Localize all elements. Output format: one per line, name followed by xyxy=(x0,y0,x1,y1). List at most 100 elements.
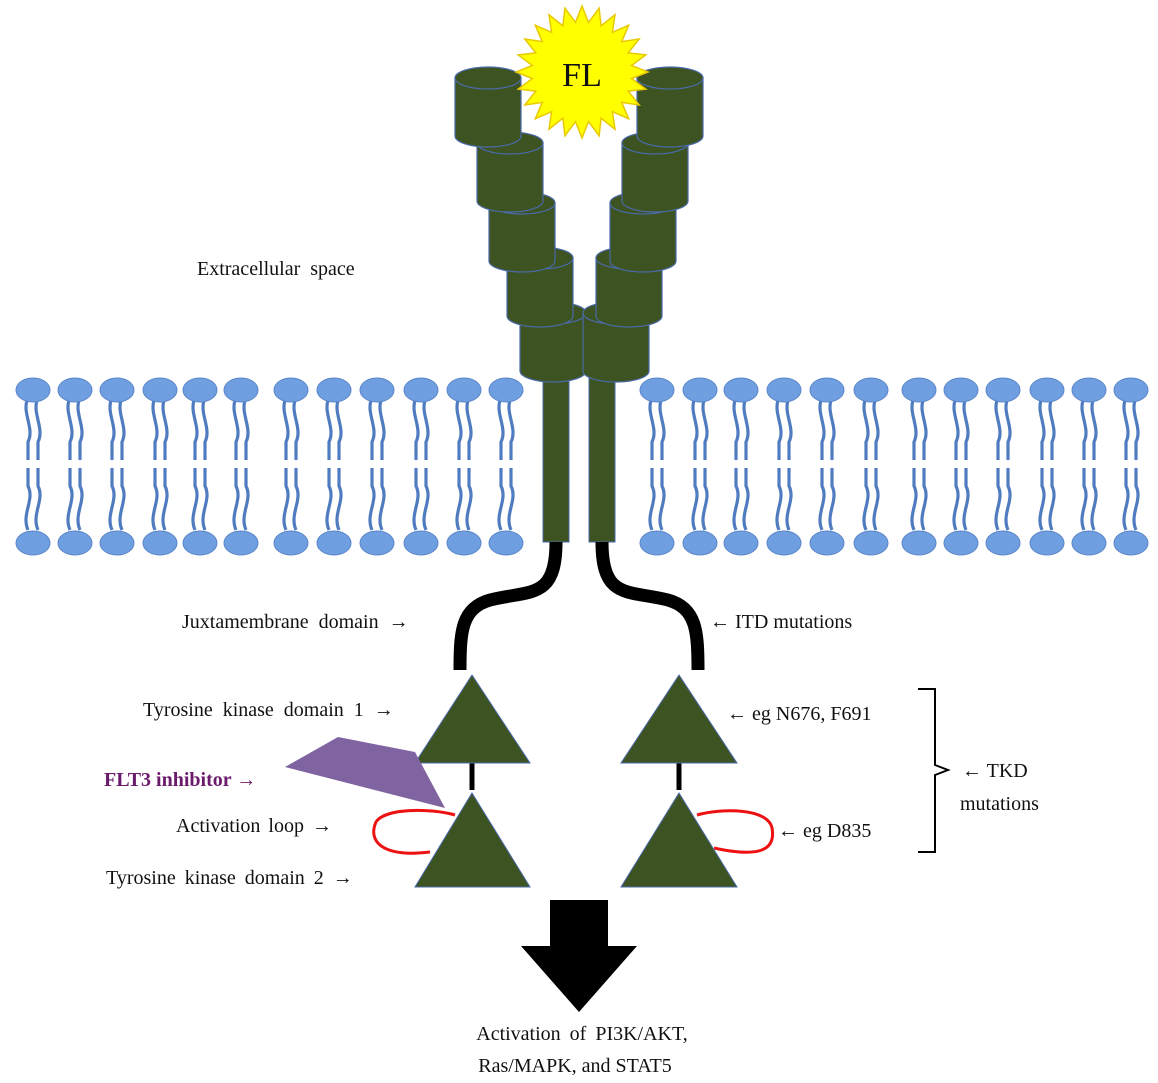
lipid-tail xyxy=(920,468,928,531)
lipid-3 xyxy=(99,377,135,556)
lipid-14 xyxy=(682,377,718,556)
juxtamembrane-right xyxy=(595,541,705,671)
lipid-head xyxy=(57,377,93,403)
ig-domain-left-1 xyxy=(454,66,522,148)
lipid-tail xyxy=(742,397,750,460)
lipid-head xyxy=(901,530,937,556)
label-tyrosine-kinase-domain-1: Tyrosine kinase domain 1 → xyxy=(143,699,394,721)
lipid-head xyxy=(316,530,352,556)
lipid-19 xyxy=(901,377,937,556)
lipid-tail xyxy=(1090,468,1098,531)
lipid-head xyxy=(1071,530,1107,556)
transmembrane-left xyxy=(542,359,570,543)
label-juxtamembrane-domain: Juxtamembrane domain → xyxy=(182,611,409,633)
lipid-tail xyxy=(507,397,515,460)
lipid-tail xyxy=(1122,397,1130,460)
lipid-tail xyxy=(1132,468,1140,531)
label-tkd2-mutations: ← eg D835 xyxy=(778,820,871,842)
lipid-head xyxy=(182,377,218,403)
lipid-tail xyxy=(1004,397,1012,460)
lipid-tail xyxy=(118,468,126,531)
lipid-16 xyxy=(766,377,802,556)
lipid-tail xyxy=(368,468,376,531)
lipid-head xyxy=(15,377,51,403)
lipid-tail xyxy=(455,397,463,460)
lipid-tail xyxy=(910,468,918,531)
lipid-tail xyxy=(455,468,463,531)
lipid-tail xyxy=(66,397,74,460)
lipid-13 xyxy=(639,377,675,556)
down-arrow-icon xyxy=(521,900,637,1012)
lipid-17 xyxy=(809,377,845,556)
ligand-label: FL xyxy=(562,57,602,94)
lipid-tail xyxy=(368,397,376,460)
lipid-head xyxy=(359,377,395,403)
activation-loop-right xyxy=(696,809,775,854)
label-downstream-line2: Ras/MAPK, and STAT5 xyxy=(478,1055,671,1077)
lipid-12 xyxy=(488,377,524,556)
lipid-tail xyxy=(952,468,960,531)
lipid-tail xyxy=(910,397,918,460)
lipid-head xyxy=(403,530,439,556)
lipid-tail xyxy=(872,468,880,531)
lipid-tail xyxy=(151,397,159,460)
lipid-15 xyxy=(723,377,759,556)
lipid-tail xyxy=(497,468,505,531)
transmembrane-segments xyxy=(542,359,616,543)
lipid-head xyxy=(488,530,524,556)
label-tkd1-mutations: ← eg N676, F691 xyxy=(727,703,871,725)
lipid-tail xyxy=(325,397,333,460)
lipid-tail xyxy=(24,468,32,531)
lipid-head xyxy=(182,530,218,556)
label-tkd-mutations-line1: ← TKD xyxy=(962,760,1028,782)
lipid-2 xyxy=(57,377,93,556)
lipid-head xyxy=(99,530,135,556)
lipid-tail xyxy=(1080,397,1088,460)
lipid-tail xyxy=(292,397,300,460)
lipid-tail xyxy=(920,397,928,460)
tkd-mutations-bracket xyxy=(918,688,951,853)
lipid-head xyxy=(223,377,259,403)
lipid-tail xyxy=(1122,468,1130,531)
lipid-tail xyxy=(497,397,505,460)
lipid-tail xyxy=(412,397,420,460)
lipid-tail xyxy=(242,468,250,531)
lipid-1 xyxy=(15,377,51,556)
lipid-tail xyxy=(1048,397,1056,460)
label-flt3-inhibitor: FLT3 inhibitor → xyxy=(104,769,256,791)
lipid-tail xyxy=(828,468,836,531)
lipid-10 xyxy=(403,377,439,556)
lipid-head xyxy=(943,530,979,556)
lipid-head xyxy=(639,377,675,403)
label-itd-mutations: ← ITD mutations xyxy=(710,611,852,633)
lipid-tail xyxy=(76,397,84,460)
lipid-tail xyxy=(952,397,960,460)
lipid-tail xyxy=(872,397,880,460)
tkd2-left xyxy=(414,792,531,888)
lipid-tail xyxy=(1038,397,1046,460)
lipid-tail xyxy=(691,468,699,531)
lipid-head xyxy=(682,530,718,556)
lipid-head xyxy=(446,377,482,403)
ig-domain-right-1 xyxy=(636,66,704,148)
lipid-tail xyxy=(422,468,430,531)
lipid-head xyxy=(57,530,93,556)
lipid-tail xyxy=(994,468,1002,531)
lipid-tail xyxy=(701,397,709,460)
lipid-head xyxy=(1071,377,1107,403)
lipid-head xyxy=(853,530,889,556)
lipid-tail xyxy=(378,468,386,531)
inhibitor-wedge-icon xyxy=(285,737,445,808)
lipid-7 xyxy=(273,377,309,556)
lipid-tail xyxy=(191,397,199,460)
lipid-tail xyxy=(232,468,240,531)
lipid-tail xyxy=(862,397,870,460)
label-tkd-mutations-line2: mutations xyxy=(960,793,1039,815)
lipid-4 xyxy=(142,377,178,556)
lipid-head xyxy=(985,377,1021,403)
label-activation-loop: Activation loop → xyxy=(176,815,332,837)
juxtamembrane-domains xyxy=(453,541,705,671)
lipid-5 xyxy=(182,377,218,556)
lipid-head xyxy=(985,530,1021,556)
